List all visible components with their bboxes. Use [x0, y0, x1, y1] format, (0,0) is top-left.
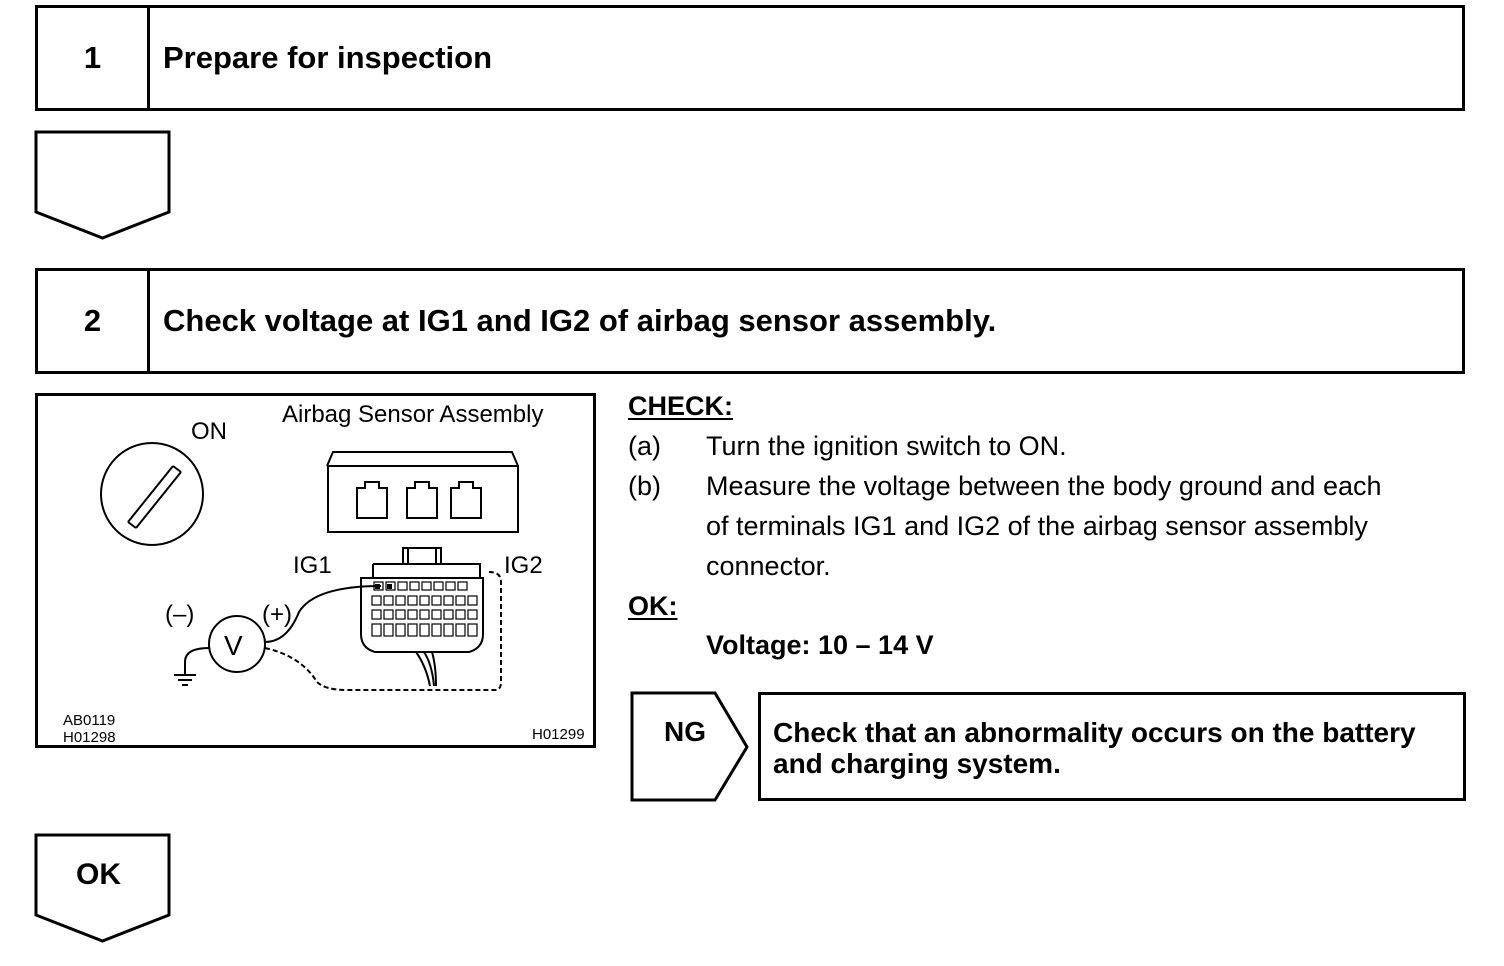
ignition-switch-icon	[100, 442, 204, 546]
figure-code: H01299	[532, 726, 585, 743]
ng-label: NG	[664, 716, 706, 747]
step-marker: (a)	[628, 431, 661, 461]
negative-probe-label: (–)	[165, 601, 195, 628]
step-text: of terminals IG1 and IG2 of the airbag s…	[706, 511, 1368, 541]
voltmeter-symbol: V	[224, 630, 243, 661]
positive-probe-label: (+)	[262, 601, 292, 628]
harness-lead	[264, 571, 502, 691]
figure-code: AB0119	[63, 712, 116, 729]
ground-icon	[174, 647, 210, 686]
key-slot-icon	[127, 465, 182, 529]
ng-message: and charging system.	[773, 748, 1061, 779]
step-text: connector.	[706, 551, 831, 581]
step-text: Measure the voltage between the body gro…	[706, 471, 1382, 501]
ng-action-box: Check that an abnormality occurs on the …	[758, 692, 1466, 801]
step-text: Turn the ignition switch to ON.	[706, 431, 1067, 461]
component-label: Airbag Sensor Assembly	[282, 401, 544, 428]
step-title: Check voltage at IG1 and IG2 of airbag s…	[163, 303, 997, 338]
step-2-header: 2 Check voltage at IG1 and IG2 of airbag…	[35, 268, 1465, 374]
step-number: 1	[38, 8, 150, 108]
flow-arrow	[34, 130, 171, 240]
ok-specification: Voltage: 10 – 14 V	[706, 630, 934, 660]
step-1-header: 1 Prepare for inspection	[35, 5, 1465, 111]
step-marker: (b)	[628, 471, 661, 501]
terminal-ig2-label: IG2	[504, 552, 543, 579]
positive-lead	[264, 585, 382, 643]
ng-arrow	[630, 691, 749, 802]
ok-label: OK	[76, 858, 121, 891]
ok-heading: OK:	[628, 591, 678, 621]
step-number: 2	[38, 271, 150, 371]
connector-icon	[360, 547, 484, 687]
wiring-illustration: ON Airbag Sensor Assembly IG1 IG2 (–) (+…	[35, 393, 596, 748]
figure-code: H01298	[63, 729, 116, 746]
check-heading: CHECK:	[628, 391, 733, 421]
switch-label: ON	[191, 418, 227, 445]
circuit-drawing	[100, 442, 519, 691]
terminal-ig1-label: IG1	[293, 552, 332, 579]
ng-message: Check that an abnormality occurs on the …	[773, 717, 1416, 748]
ok-arrow	[34, 833, 171, 943]
voltmeter-icon	[208, 615, 266, 673]
airbag-sensor-assembly-icon	[326, 451, 519, 533]
step-title: Prepare for inspection	[163, 40, 493, 75]
